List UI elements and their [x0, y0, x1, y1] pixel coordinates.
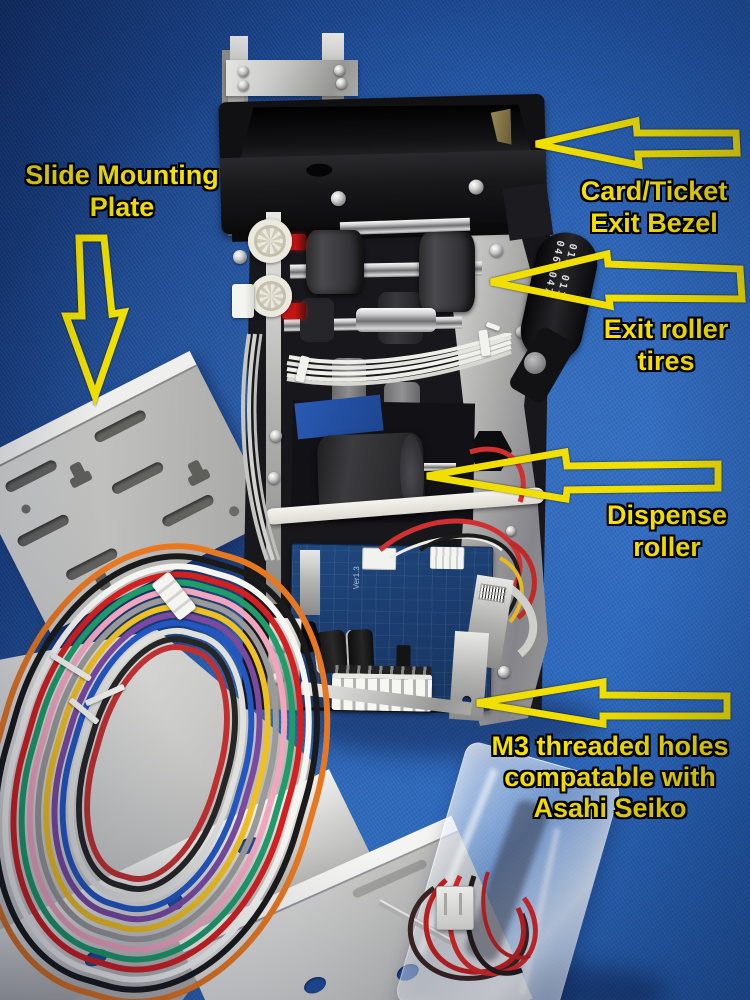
- left-ribbon-cable: [241, 333, 281, 561]
- black-wire: [418, 533, 521, 626]
- screw: [336, 78, 347, 89]
- screw: [268, 472, 280, 484]
- screw: [270, 430, 282, 442]
- label-line: tires: [566, 345, 750, 377]
- two-pin-connector: [436, 886, 474, 930]
- screw: [498, 666, 510, 678]
- screw: [506, 526, 516, 536]
- ribbon-wire: [247, 333, 275, 561]
- label-line: Slide Mounting: [2, 159, 242, 191]
- white-gear: [250, 275, 292, 317]
- label-line: roller: [567, 531, 750, 563]
- label-m3-threaded-holes: M3 threaded holes compatable with Asahi …: [460, 731, 750, 824]
- label-line: Plate: [2, 191, 242, 223]
- label-line: Dispense: [567, 499, 750, 531]
- ribbon-wire: [241, 333, 269, 561]
- brown-wire: [407, 885, 529, 981]
- label-line: Exit roller: [566, 313, 750, 345]
- screw: [274, 640, 287, 653]
- cable: [286, 345, 512, 382]
- screw: [238, 80, 249, 91]
- red-wire: [378, 518, 523, 603]
- gray-ribbon: [507, 584, 538, 658]
- cable: [286, 350, 512, 386]
- label-line: compatable with: [460, 762, 750, 793]
- screw: [233, 250, 247, 264]
- side-connector: [232, 284, 254, 318]
- exit-roller-tire-right: [419, 232, 475, 312]
- red-wire: [508, 539, 537, 620]
- connector-pin: [444, 893, 447, 915]
- ribbon-wire: [253, 333, 281, 561]
- yellow-wire: [498, 556, 524, 624]
- white-gear: [248, 219, 292, 263]
- tensioner-roller: [524, 352, 546, 374]
- label-line: M3 threaded holes: [460, 731, 750, 762]
- red-wire: [481, 871, 531, 960]
- screw: [238, 66, 249, 77]
- screw: [334, 65, 345, 76]
- chrome-cylinder: [356, 308, 436, 332]
- red-wire: [423, 878, 526, 975]
- metal-rod: [378, 898, 454, 946]
- exit-roller-tire-left: [306, 230, 364, 294]
- label-line: Asahi Seiko: [460, 793, 750, 824]
- label-exit-roller-tires: Exit roller tires: [566, 313, 750, 377]
- connector-pin: [459, 893, 462, 915]
- label-line: Exit Bezel: [554, 207, 750, 239]
- label-dispense-roller: Dispense roller: [567, 499, 750, 563]
- frame-bracket: [300, 550, 320, 615]
- label-line: Card/Ticket: [554, 175, 750, 207]
- rod-highlight: [379, 899, 453, 941]
- label-slide-mounting-plate: Slide Mounting Plate: [2, 159, 242, 223]
- screw: [272, 672, 284, 684]
- label-card-ticket-exit-bezel: Card/Ticket Exit Bezel: [554, 175, 750, 239]
